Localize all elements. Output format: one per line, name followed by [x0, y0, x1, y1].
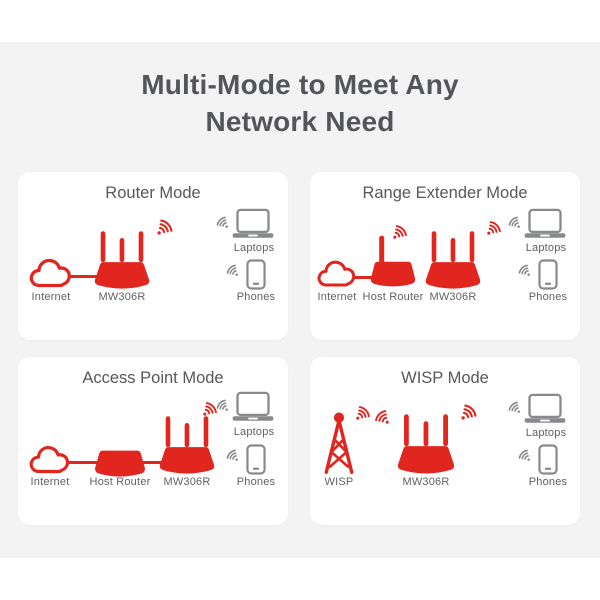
phones-label: Phones — [528, 291, 568, 303]
internet-cloud-icon — [28, 443, 72, 478]
card-range-extender-mode: Range Extender Mode Internet Host Router… — [310, 172, 580, 340]
laptop-icon — [230, 208, 276, 240]
wired-link — [64, 461, 100, 465]
laptops-label: Laptops — [525, 427, 567, 439]
wifi-waves-icon — [506, 214, 521, 229]
router-icon — [91, 230, 153, 293]
host-router-modem-icon — [94, 448, 146, 479]
laptops-label: Laptops — [233, 242, 275, 254]
internet-label: Internet — [317, 291, 357, 303]
laptops-label: Laptops — [233, 426, 275, 438]
page-title-line1: Multi-Mode to Meet Any — [141, 69, 459, 100]
card-title: WISP Mode — [401, 369, 489, 387]
wired-link — [64, 275, 100, 279]
wifi-waves-icon — [516, 262, 531, 277]
phones-label: Phones — [528, 476, 568, 488]
wifi-waves-icon — [224, 262, 239, 277]
device-label: MW306R — [402, 476, 450, 488]
router-icon — [156, 415, 218, 478]
wifi-waves-icon — [355, 403, 373, 421]
internet-label: Internet — [30, 476, 70, 488]
wifi-waves-icon — [486, 218, 504, 236]
wired-link — [352, 276, 376, 280]
phone-icon — [538, 444, 558, 475]
host-router-label: Host Router — [362, 291, 424, 303]
wisp-label: WISP — [324, 476, 354, 488]
device-label: MW306R — [98, 291, 146, 303]
wifi-waves-icon — [516, 447, 531, 462]
card-access-point-mode: Access Point Mode Internet Host Router M… — [18, 357, 288, 525]
phone-icon — [538, 259, 558, 290]
wifi-waves-icon — [156, 216, 176, 236]
internet-cloud-icon — [316, 258, 358, 291]
wisp-tower-icon — [320, 411, 358, 477]
internet-cloud-icon — [28, 256, 74, 292]
router-icon — [422, 230, 484, 293]
phone-icon — [246, 444, 266, 475]
wifi-waves-icon — [392, 222, 410, 240]
host-router-icon — [370, 234, 416, 291]
card-title: Router Mode — [105, 184, 201, 202]
page-title-line2: Network Need — [205, 106, 395, 137]
wifi-waves-icon — [372, 407, 390, 425]
laptop-icon — [522, 393, 568, 425]
laptops-label: Laptops — [525, 242, 567, 254]
wifi-waves-icon — [460, 401, 480, 421]
page-title: Multi-Mode to Meet Any Network Need — [0, 66, 600, 140]
card-title: Range Extender Mode — [362, 184, 528, 202]
phone-icon — [246, 259, 266, 290]
device-label: MW306R — [163, 476, 211, 488]
laptop-icon — [230, 391, 276, 423]
phones-label: Phones — [236, 291, 276, 303]
wired-link — [140, 461, 166, 465]
phones-label: Phones — [236, 476, 276, 488]
laptop-icon — [522, 208, 568, 240]
device-label: MW306R — [429, 291, 477, 303]
wifi-waves-icon — [506, 399, 521, 414]
wifi-waves-icon — [214, 397, 229, 412]
internet-label: Internet — [31, 291, 71, 303]
card-wisp-mode: WISP Mode WISP MW306R Laptops Phones — [310, 357, 580, 525]
card-title: Access Point Mode — [82, 369, 224, 387]
card-router-mode: Router Mode Internet MW306R Laptops Phon… — [18, 172, 288, 340]
wifi-waves-icon — [224, 447, 239, 462]
wifi-waves-icon — [214, 214, 229, 229]
router-icon — [394, 413, 458, 478]
host-router-label: Host Router — [89, 476, 151, 488]
